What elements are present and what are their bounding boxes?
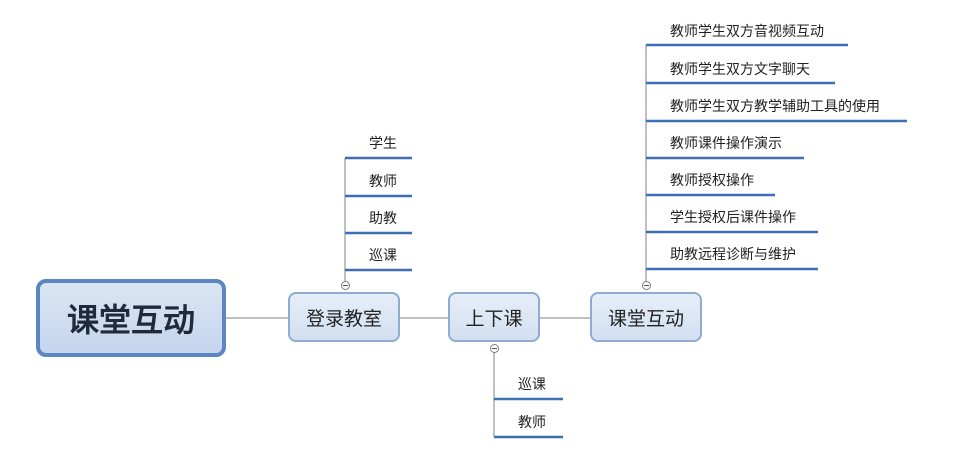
interact-child-5[interactable]: 教师授权操作 (670, 173, 754, 189)
interact-child-6[interactable]: 学生授权后课件操作 (670, 210, 796, 226)
node-login-classroom[interactable]: 登录教室 (288, 292, 400, 342)
login-child-assistant[interactable]: 助教 (369, 211, 397, 227)
node-class-start-end[interactable]: 上下课 (448, 292, 540, 342)
class-child-teacher[interactable]: 教师 (518, 415, 546, 431)
interact-child-1[interactable]: 教师学生双方音视频互动 (670, 24, 824, 40)
interact-collapse-toggle[interactable] (642, 281, 651, 290)
login-child-inspector[interactable]: 巡课 (369, 248, 397, 264)
login-child-teacher[interactable]: 教师 (369, 174, 397, 190)
root-node[interactable]: 课堂互动 (36, 279, 226, 357)
class-collapse-toggle[interactable] (490, 344, 499, 353)
login-child-student[interactable]: 学生 (369, 136, 397, 152)
node-class-interaction[interactable]: 课堂互动 (590, 292, 702, 342)
root-label: 课堂互动 (66, 301, 195, 339)
interact-child-7[interactable]: 助教远程诊断与维护 (670, 247, 796, 263)
class-child-inspector[interactable]: 巡课 (518, 377, 546, 393)
login-label: 登录教室 (305, 307, 382, 330)
interact-child-3[interactable]: 教师学生双方教学辅助工具的使用 (670, 99, 880, 115)
interact-child-4[interactable]: 教师课件操作演示 (670, 136, 782, 152)
interact-child-2[interactable]: 教师学生双方文字聊天 (670, 62, 810, 78)
interact-label: 课堂互动 (607, 307, 684, 330)
class-label: 上下课 (465, 307, 523, 330)
login-collapse-toggle[interactable] (341, 281, 350, 290)
